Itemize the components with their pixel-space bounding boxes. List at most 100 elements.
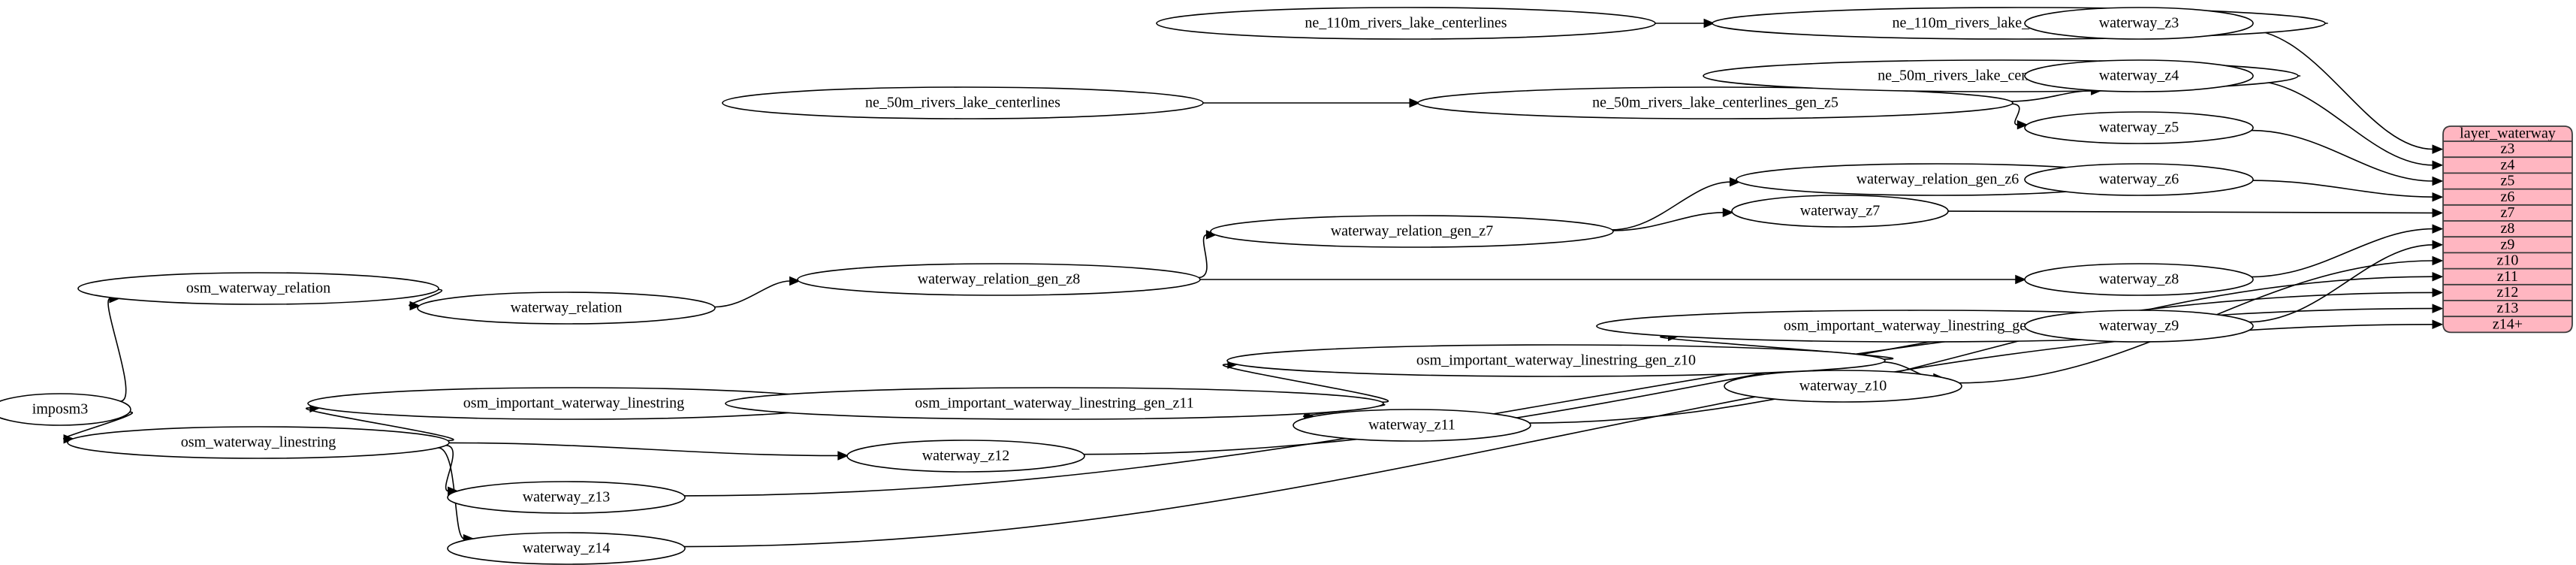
record-row-z3[interactable]: z3 [2501,140,2515,157]
node-osm_important_waterway_linestring[interactable]: osm_important_waterway_linestring [307,387,840,420]
node-shape-waterway_z3 [2024,7,2254,40]
node-waterway_z14[interactable]: waterway_z14 [447,532,686,565]
edge-waterway_z4-to-layer_waterway-z4 [2248,80,2434,166]
record-row-z5[interactable]: z5 [2501,173,2515,189]
node-shape-osm_important_waterway_linestring_gen_z10 [1226,344,1886,377]
node-label-osm_important_waterway_linestring_gen_z10: osm_important_waterway_linestring_gen_z1… [1416,352,1696,369]
edge-arrowhead [2432,224,2444,234]
edge-arrowhead [2432,192,2444,202]
edge-osm_waterway_linestring-to-waterway_z12 [448,442,839,457]
node-waterway_z10[interactable]: waterway_z10 [1724,370,1962,403]
node-label-waterway_z3: waterway_z3 [2099,15,2179,32]
edge-arrowhead [1729,177,1741,187]
node-shape-waterway_z14 [447,532,686,565]
edge-arrowhead [2432,240,2444,250]
record-node-layer: layer_waterwayz3z4z5z6z7z8z9z10z11z12z13… [2442,125,2573,334]
node-ne_110m_rivers_lake_centerlines[interactable]: ne_110m_rivers_lake_centerlines [1156,7,1656,40]
record-row-z9[interactable]: z9 [2501,236,2515,252]
edge-osm_waterway_linestring-to-osm_important_waterway_linestring [306,407,454,442]
edge-waterway_z11-to-layer_waterway-z11 [1528,276,2434,424]
node-label-waterway_z7: waterway_z7 [1800,203,1881,219]
node-shape-waterway_z8 [2024,263,2254,296]
record-row-z6[interactable]: z6 [2501,189,2515,205]
node-ne_50m_rivers_lake_centerlines_gen_z5[interactable]: ne_50m_rivers_lake_centerlines_gen_z5 [1417,86,2013,119]
node-osm_important_waterway_linestring_gen_z11[interactable]: osm_important_waterway_linestring_gen_z1… [725,387,1384,420]
edge-arrowhead [409,301,421,311]
node-waterway_z7[interactable]: waterway_z7 [1731,195,1949,228]
node-label-osm_important_waterway_linestring_gen_z11: osm_important_waterway_linestring_gen_z1… [915,395,1193,412]
edge-waterway_relation_gen_z8-to-waterway_relation_gen_z7 [1197,234,1208,279]
node-osm_waterway_linestring[interactable]: osm_waterway_linestring [67,426,450,459]
node-label-osm_waterway_relation: osm_waterway_relation [186,280,330,297]
node-shape-waterway_z6 [2024,163,2254,196]
node-label-waterway_relation_gen_z8: waterway_relation_gen_z8 [918,271,1081,288]
node-shape-ne_110m_rivers_lake_centerlines [1156,7,1656,40]
node-label-waterway_z14: waterway_z14 [523,540,611,557]
edge-arrowhead [2432,208,2444,218]
node-waterway_relation[interactable]: waterway_relation [417,292,716,325]
node-shape-osm_waterway_linestring [67,426,450,459]
record-row-z10[interactable]: z10 [2497,252,2519,269]
edge-arrowhead [1722,207,1734,218]
node-label-waterway_z10: waterway_z10 [1799,378,1887,394]
record-row-z12[interactable]: z12 [2497,284,2519,301]
node-osm_waterway_relation[interactable]: osm_waterway_relation [77,272,439,305]
edge-waterway_z6-to-layer_waterway-z6 [2252,180,2434,198]
node-label-ne_50m_rivers_lake_centerlines_gen_z5: ne_50m_rivers_lake_centerlines_gen_z5 [1592,95,1838,111]
node-label-waterway_z9: waterway_z9 [2099,318,2179,334]
record-row-z11[interactable]: z11 [2497,268,2518,285]
node-shape-waterway_z5 [2024,111,2254,144]
nodes-layer: imposm3 osm_waterway_relation osm_waterway… [0,7,2326,565]
node-waterway_relation_gen_z7[interactable]: waterway_relation_gen_z7 [1210,215,1614,248]
node-shape-waterway_z12 [846,440,1085,473]
record-row-z13[interactable]: z13 [2497,300,2519,316]
node-shape-waterway_z7 [1731,195,1949,228]
record-row-z4[interactable]: z4 [2501,156,2515,173]
node-shape-waterway_z10 [1724,370,1962,403]
node-shape-osm_important_waterway_linestring_gen_z11 [725,387,1384,420]
edge-osm_waterway_relation-to-waterway_relation [409,289,443,307]
node-waterway_z5[interactable]: waterway_z5 [2024,111,2254,144]
edge-arrowhead [837,451,849,461]
node-ne_50m_rivers_lake_centerlines[interactable]: ne_50m_rivers_lake_centerlines [722,86,1204,119]
node-label-waterway_relation_gen_z6: waterway_relation_gen_z6 [1857,171,2019,188]
node-waterway_z3[interactable]: waterway_z3 [2024,7,2254,40]
node-waterway_z12[interactable]: waterway_z12 [846,440,1085,473]
edge-waterway_relation_gen_z7-to-waterway_relation_gen_z6 [1611,181,1731,231]
edge-waterway_z5-to-layer_waterway-z5 [2250,129,2434,182]
edge-arrowhead [2432,255,2444,266]
edge-ne_50m_rivers_lake_centerlines_gen_z5-to-waterway_z5 [2010,103,2020,125]
node-label-waterway_z8: waterway_z8 [2099,271,2179,288]
node-waterway_z11[interactable]: waterway_z11 [1293,409,1531,442]
record-header-label: layer_waterway [2460,125,2556,142]
edge-imposm3-to-osm_waterway_relation [107,298,127,402]
node-label-osm_important_waterway_linestring_gen_z9: osm_important_waterway_linestring_gen_z9 [1784,318,2056,334]
node-osm_important_waterway_linestring_gen_z10[interactable]: osm_important_waterway_linestring_gen_z1… [1226,344,1886,377]
node-label-osm_important_waterway_linestring: osm_important_waterway_linestring [463,395,684,412]
record-row-z7[interactable]: z7 [2501,204,2515,221]
node-label-waterway_z12: waterway_z12 [922,448,1010,464]
edge-osm_important_waterway_linestring_gen_z10-to-osm_important_waterway_linestring_gen_z9 [1660,335,1893,360]
edge-arrowhead [2432,176,2444,186]
node-waterway_z8[interactable]: waterway_z8 [2024,263,2254,296]
node-shape-ne_50m_rivers_lake_centerlines_gen_z5 [1417,86,2013,119]
record-row-z14+[interactable]: z14+ [2493,316,2523,332]
edge-arrowhead [2432,288,2444,298]
node-waterway_z6[interactable]: waterway_z6 [2024,163,2254,196]
edge-arrowhead [1409,98,1421,108]
node-waterway_z13[interactable]: waterway_z13 [447,481,686,514]
edge-arrowhead [2432,144,2444,154]
node-waterway_z4[interactable]: waterway_z4 [2024,59,2254,92]
edge-arrowhead [2432,319,2444,330]
node-label-ne_110m_rivers_lake_centerlines: ne_110m_rivers_lake_centerlines [1305,15,1507,32]
node-waterway_relation_gen_z8[interactable]: waterway_relation_gen_z8 [797,263,1201,296]
node-label-ne_50m_rivers_lake_centerlines: ne_50m_rivers_lake_centerlines [865,95,1060,111]
node-shape-osm_waterway_relation [77,272,439,305]
node-imposm3[interactable]: imposm3 [0,393,131,426]
node-label-osm_waterway_linestring: osm_waterway_linestring [181,434,336,451]
record-row-z8[interactable]: z8 [2501,220,2515,237]
node-waterway_z9[interactable]: waterway_z9 [2024,310,2254,343]
node-shape-waterway_z11 [1293,409,1531,442]
